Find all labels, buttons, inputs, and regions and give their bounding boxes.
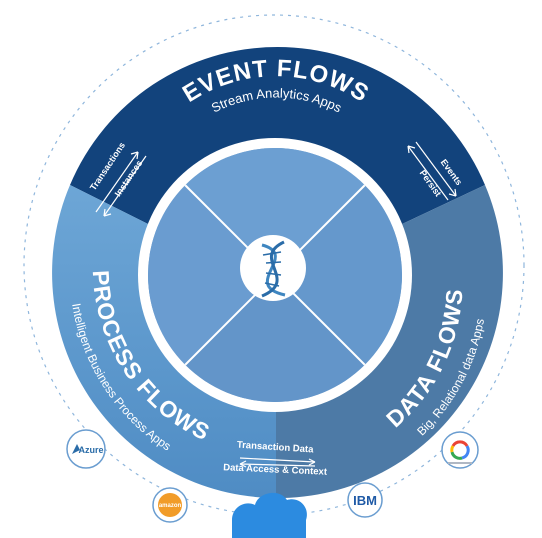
arrow-icon — [407, 145, 449, 201]
svg-text:IBM: IBM — [353, 493, 377, 508]
ring-segments — [52, 46, 503, 499]
quadrant-top — [148, 148, 402, 275]
arrow-icon — [415, 141, 457, 197]
inner-disk — [148, 148, 402, 402]
ibm-logo: IBM — [347, 482, 383, 518]
arrow-icon — [95, 151, 139, 213]
svg-text:amazon: amazon — [159, 503, 182, 509]
bottom-connector: Transaction Data Data Access & Context — [223, 440, 328, 478]
data-flows-segment — [276, 185, 503, 499]
azure-logo: Azure — [66, 429, 106, 469]
arrow-icon — [103, 155, 147, 217]
event-flows-segment — [70, 46, 485, 225]
svg-text:Azure: Azure — [78, 445, 103, 455]
azure-icon — [72, 444, 80, 454]
google-cloud-icon — [450, 440, 470, 460]
quadrant-left — [148, 148, 275, 402]
quadrant-right — [275, 148, 402, 402]
google-cloud-logo — [441, 431, 479, 469]
aws-logo: amazon — [152, 487, 188, 523]
process-flows-segment — [52, 185, 277, 498]
arrow-icon — [239, 463, 316, 467]
arrow-icon — [239, 457, 316, 463]
quadrant-bottom — [148, 275, 402, 402]
transaction-data-label: Transaction Data — [237, 440, 315, 456]
dna-helix-icon — [240, 235, 306, 301]
cloud-icon — [232, 492, 307, 538]
